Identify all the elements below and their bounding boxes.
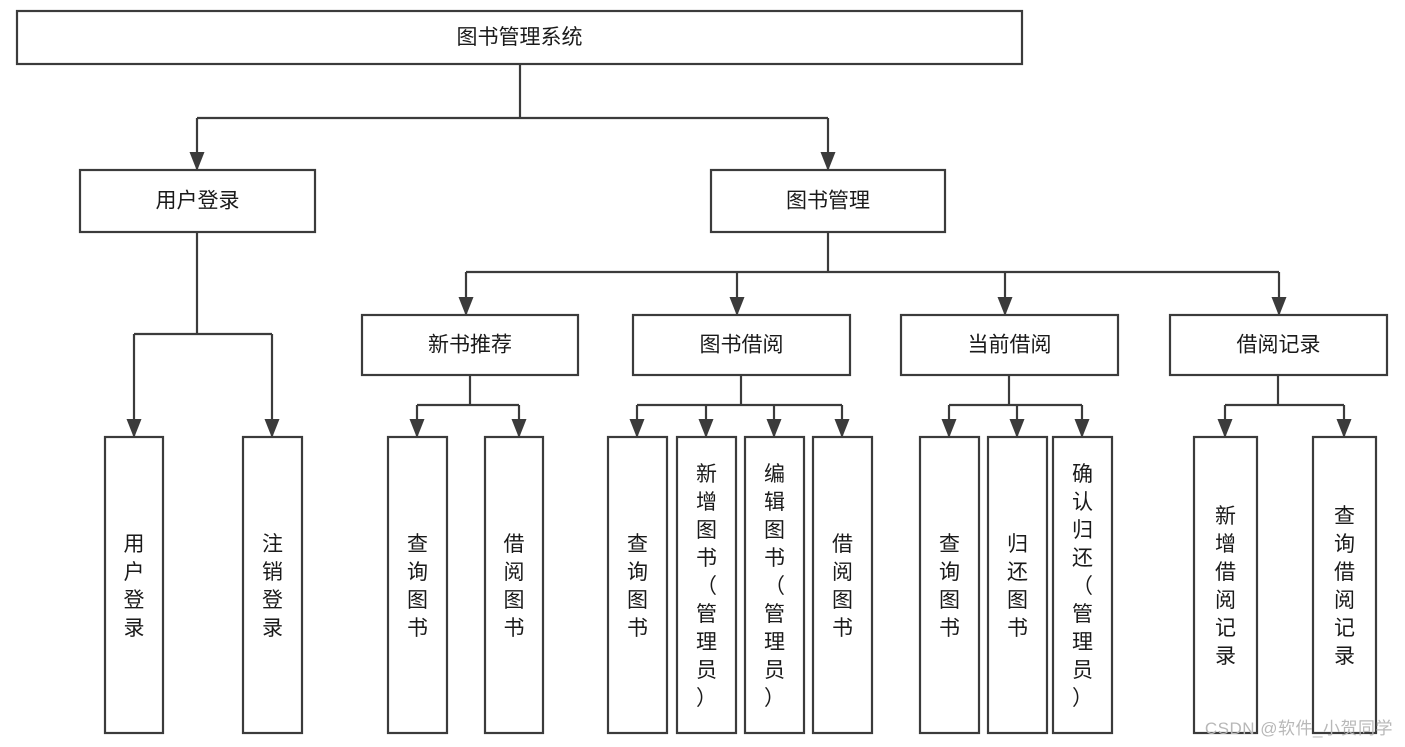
node-book-manage[interactable]: 图书管理 [709, 168, 947, 234]
node-box-new-book-rec[interactable] [360, 313, 580, 377]
node-box-leaf-query-book[interactable] [606, 435, 669, 735]
node-label-leaf-add-book: 新增图书（管理员） [696, 463, 717, 710]
node-leaf-query-book-rec[interactable]: 查询图书 [386, 435, 449, 735]
node-label-leaf-confirm-return: 确认归还（管理员） [1072, 463, 1093, 710]
node-label-leaf-borrow-book: 借阅图书 [832, 533, 853, 640]
node-box-leaf-user-login[interactable] [103, 435, 165, 735]
node-root[interactable]: 图书管理系统 [15, 9, 1024, 66]
node-leaf-query-record[interactable]: 查询借阅记录 [1311, 435, 1378, 735]
node-box-leaf-query-record[interactable] [1311, 435, 1378, 735]
arrow-head-icon [458, 297, 474, 316]
arrow-head-icon [1074, 419, 1090, 438]
node-label-leaf-query-book-rec: 查询图书 [407, 533, 428, 640]
node-layer: 图书管理系统用户登录图书管理新书推荐图书借阅当前借阅借阅记录用户登录注销登录查询… [15, 9, 1389, 735]
node-box-leaf-add-book[interactable] [675, 435, 738, 735]
node-leaf-user-logout[interactable]: 注销登录 [241, 435, 304, 735]
node-leaf-query-book[interactable]: 查询图书 [606, 435, 669, 735]
node-box-root[interactable] [15, 9, 1024, 66]
node-box-leaf-query-book-cur[interactable] [918, 435, 981, 735]
connector-root [189, 64, 836, 171]
node-label-leaf-return-book: 归还图书 [1007, 533, 1028, 640]
arrow-head-icon [698, 419, 714, 438]
arrow-head-icon [941, 419, 957, 438]
arrow-head-icon [820, 152, 836, 171]
node-label-book-borrow: 图书借阅 [700, 334, 784, 357]
arrow-head-icon [834, 419, 850, 438]
connector-borrow-record [1217, 375, 1352, 438]
arrow-head-icon [189, 152, 205, 171]
node-label-leaf-query-record: 查询借阅记录 [1334, 505, 1355, 668]
connector-book-manage [458, 232, 1287, 316]
node-box-leaf-add-record[interactable] [1192, 435, 1259, 735]
arrow-head-icon [629, 419, 645, 438]
arrow-head-icon [409, 419, 425, 438]
connector-current-borrow [941, 375, 1090, 438]
node-leaf-user-login[interactable]: 用户登录 [103, 435, 165, 735]
arrow-head-icon [264, 419, 280, 438]
node-borrow-record[interactable]: 借阅记录 [1168, 313, 1389, 377]
node-box-user-login[interactable] [78, 168, 317, 234]
node-label-leaf-query-book: 查询图书 [627, 533, 648, 640]
node-label-current-borrow: 当前借阅 [968, 334, 1052, 357]
node-book-borrow[interactable]: 图书借阅 [631, 313, 852, 377]
node-box-book-manage[interactable] [709, 168, 947, 234]
node-box-book-borrow[interactable] [631, 313, 852, 377]
node-label-root: 图书管理系统 [457, 26, 583, 49]
arrow-head-icon [766, 419, 782, 438]
node-label-leaf-user-login: 用户登录 [124, 533, 145, 640]
node-leaf-add-book[interactable]: 新增图书（管理员） [675, 435, 738, 735]
arrow-head-icon [1217, 419, 1233, 438]
node-box-leaf-borrow-book[interactable] [811, 435, 874, 735]
node-box-leaf-user-logout[interactable] [241, 435, 304, 735]
node-leaf-query-book-cur[interactable]: 查询图书 [918, 435, 981, 735]
node-leaf-borrow-book[interactable]: 借阅图书 [811, 435, 874, 735]
node-user-login[interactable]: 用户登录 [78, 168, 317, 234]
arrow-head-icon [126, 419, 142, 438]
node-label-leaf-query-book-cur: 查询图书 [939, 533, 960, 640]
arrow-head-icon [511, 419, 527, 438]
node-label-book-manage: 图书管理 [786, 190, 870, 213]
node-leaf-edit-book[interactable]: 编辑图书（管理员） [743, 435, 806, 735]
node-label-user-login: 用户登录 [156, 190, 240, 213]
node-label-leaf-add-record: 新增借阅记录 [1215, 505, 1236, 668]
arrow-head-icon [997, 297, 1013, 316]
node-current-borrow[interactable]: 当前借阅 [899, 313, 1120, 377]
connector-new-book-rec [409, 375, 527, 438]
node-leaf-confirm-return[interactable]: 确认归还（管理员） [1051, 435, 1114, 735]
connector-layer [126, 64, 1352, 438]
node-leaf-borrow-book-rec[interactable]: 借阅图书 [483, 435, 545, 735]
node-label-leaf-edit-book: 编辑图书（管理员） [764, 463, 785, 710]
node-box-current-borrow[interactable] [899, 313, 1120, 377]
node-label-leaf-user-logout: 注销登录 [262, 533, 283, 640]
node-new-book-rec[interactable]: 新书推荐 [360, 313, 580, 377]
connector-user-login [126, 232, 280, 438]
node-box-leaf-query-book-rec[interactable] [386, 435, 449, 735]
arrow-head-icon [1009, 419, 1025, 438]
node-leaf-return-book[interactable]: 归还图书 [986, 435, 1049, 735]
arrow-head-icon [729, 297, 745, 316]
node-box-leaf-borrow-book-rec[interactable] [483, 435, 545, 735]
node-box-leaf-confirm-return[interactable] [1051, 435, 1114, 735]
node-label-leaf-borrow-book-rec: 借阅图书 [504, 533, 525, 640]
node-box-borrow-record[interactable] [1168, 313, 1389, 377]
node-box-leaf-return-book[interactable] [986, 435, 1049, 735]
node-label-borrow-record: 借阅记录 [1237, 334, 1321, 357]
node-leaf-add-record[interactable]: 新增借阅记录 [1192, 435, 1259, 735]
connector-book-borrow [629, 375, 850, 438]
arrow-head-icon [1336, 419, 1352, 438]
node-label-new-book-rec: 新书推荐 [428, 334, 512, 357]
arrow-head-icon [1271, 297, 1287, 316]
node-box-leaf-edit-book[interactable] [743, 435, 806, 735]
